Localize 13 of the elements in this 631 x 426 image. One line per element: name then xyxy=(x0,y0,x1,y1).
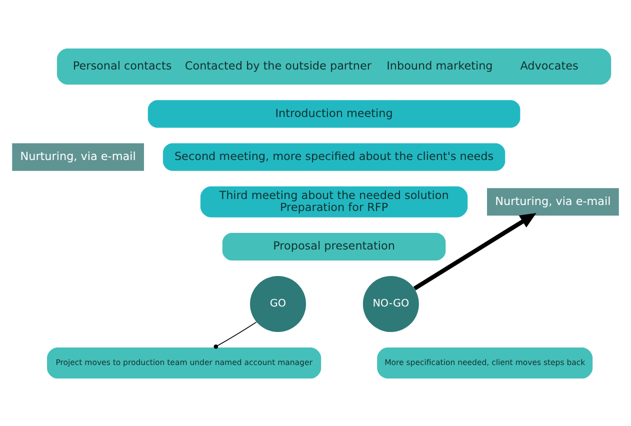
node-box: Third meeting about the needed solution Preparation for RFP xyxy=(200,186,468,217)
connector xyxy=(214,321,257,348)
node-box: Second meeting, more specified about the client's needs xyxy=(162,142,506,170)
node-box: Project moves to production team under named account manager xyxy=(47,347,322,378)
node-box: Introduction meeting xyxy=(148,100,520,128)
node-box: More specification needed, client moves steps back xyxy=(377,347,593,378)
node-box: Nurturing, via e-mail xyxy=(487,188,619,216)
node-box: Nurturing, via e-mail xyxy=(12,142,144,170)
arrow xyxy=(413,212,536,290)
node-box: Proposal presentation xyxy=(222,232,446,260)
node-box: Personal contacts Contacted by the outside partner Inbound marketing Advocates xyxy=(56,48,612,84)
node-circle: NO-GO xyxy=(362,275,419,332)
node-circle: GO xyxy=(250,275,306,332)
